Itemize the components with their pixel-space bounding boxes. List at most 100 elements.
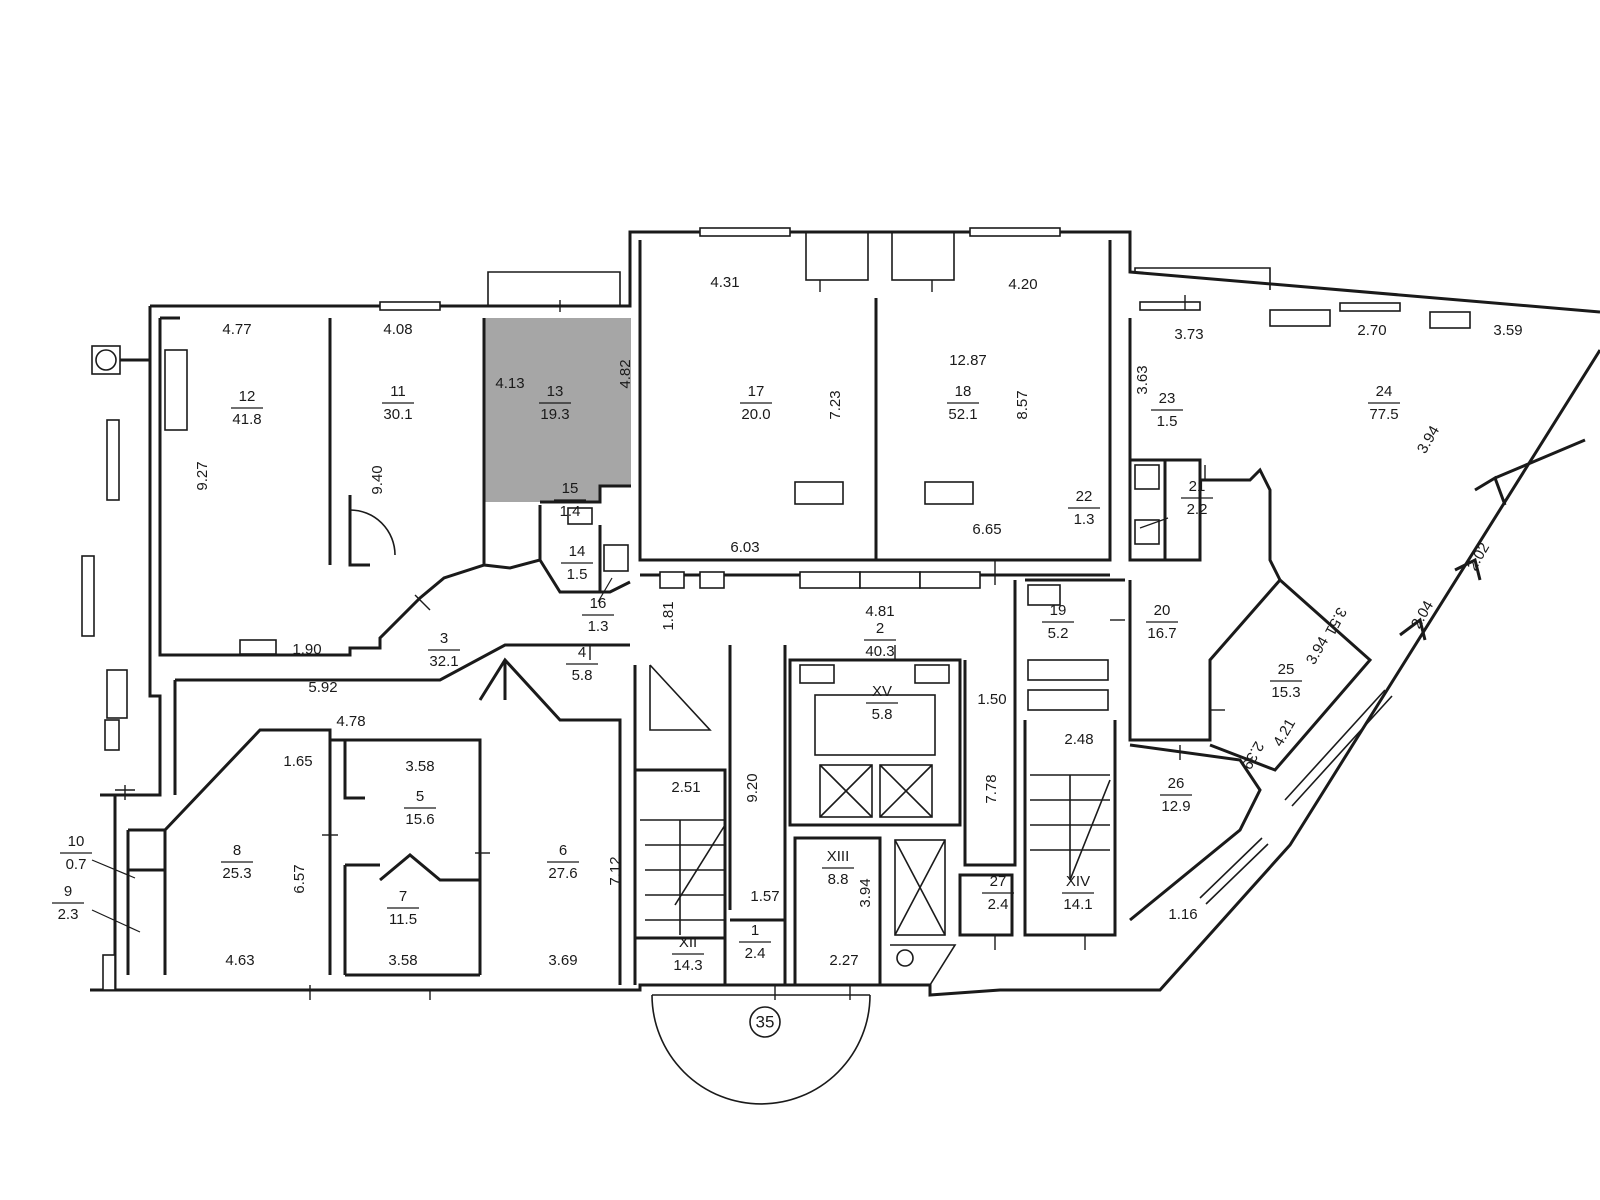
room-27: 272.4 — [982, 873, 1014, 913]
room-5: 515.6 — [404, 788, 436, 828]
dimension-label: 4.82 — [617, 359, 634, 388]
room-number: 11 — [390, 383, 406, 400]
room-7: 711.5 — [387, 888, 419, 928]
room-area: 1.5 — [1157, 413, 1178, 430]
room-area: 1.5 — [567, 566, 588, 583]
dimension-label: 1.90 — [292, 641, 321, 658]
dimension-label: 4.31 — [710, 274, 739, 291]
room-number: 26 — [1168, 775, 1185, 792]
dimension-label: 3.58 — [388, 952, 417, 969]
room-area: 2.4 — [745, 945, 766, 962]
dimension-label: 1.16 — [1168, 906, 1197, 923]
room-number: 10 — [68, 833, 85, 850]
dimension-label: 3.69 — [548, 952, 577, 969]
dimension-label: 3.94 — [1414, 423, 1443, 457]
room-number: 27 — [990, 873, 1007, 890]
room-area: 14.3 — [673, 957, 702, 974]
dimension-label: 7.12 — [607, 856, 624, 885]
dimension-label: 7.78 — [983, 774, 1000, 803]
room-number: 9 — [64, 883, 72, 900]
room-number: XIV — [1066, 873, 1090, 890]
dimension-label: 4.78 — [336, 713, 365, 730]
room-9: 92.3 — [52, 883, 84, 923]
dimension-label: 6.03 — [730, 539, 759, 556]
dimension-label: 5.92 — [308, 679, 337, 696]
room-16: 161.3 — [582, 595, 614, 635]
dimension-label: 4.20 — [1008, 276, 1037, 293]
room-6: 627.6 — [547, 842, 579, 882]
dimension-label: 1.65 — [283, 753, 312, 770]
room-area: 0.7 — [66, 856, 87, 873]
dimension-label: 2.39 — [1238, 738, 1267, 772]
dimension-label: 1.50 — [977, 691, 1006, 708]
room-area: 40.3 — [865, 643, 894, 660]
room-number: 4 — [578, 644, 586, 661]
room-number: 21 — [1189, 478, 1206, 495]
room-15: 151.4 — [554, 480, 586, 520]
dimension-label: 2.02 — [1464, 540, 1493, 574]
room-area: 41.8 — [232, 411, 261, 428]
dimension-label: 1.57 — [750, 888, 779, 905]
dimension-label: 6.65 — [972, 521, 1001, 538]
room-area: 30.1 — [383, 406, 412, 423]
dimension-label: 3.63 — [1134, 365, 1151, 394]
room-XII: XII 14.3 — [672, 934, 704, 974]
room-23: 231.5 — [1151, 390, 1183, 430]
room-number: 8 — [233, 842, 241, 859]
room-area: 2.2 — [1187, 501, 1208, 518]
room-number: 20 — [1154, 602, 1171, 619]
room-number: 14 — [569, 543, 586, 560]
room-number: XV — [872, 683, 892, 700]
dimension-label: 4.77 — [222, 321, 251, 338]
room-number: 17 — [748, 383, 765, 400]
dimension-label: 3.58 — [405, 758, 434, 775]
room-area: 5.8 — [872, 706, 893, 723]
room-area: 8.8 — [828, 871, 849, 888]
room-number: 24 — [1376, 383, 1393, 400]
room-number: 16 — [590, 595, 607, 612]
outer-walls — [81, 227, 1600, 1105]
dimension-label: 3.73 — [1174, 326, 1203, 343]
room-number: XII — [679, 934, 697, 951]
room-area: 32.1 — [429, 653, 458, 670]
room-number: 13 — [547, 383, 564, 400]
room-number: 22 — [1076, 488, 1093, 505]
room-number: 7 — [399, 888, 407, 905]
room-area: 20.0 — [741, 406, 770, 423]
room-3: 332.1 — [428, 630, 460, 670]
room-2: 240.3 — [864, 620, 896, 660]
dimension-label: 2.51 — [671, 779, 700, 796]
dimension-label: 9.27 — [194, 461, 211, 490]
room-number: 1 — [751, 922, 759, 939]
dimension-label: 4.81 — [865, 603, 894, 620]
room-area: 5.8 — [572, 667, 593, 684]
dimension-label: 4.08 — [383, 321, 412, 338]
room-8: 825.3 — [221, 842, 253, 882]
room-14: 141.5 — [561, 543, 593, 583]
room-area: 14.1 — [1063, 896, 1092, 913]
room-number: 19 — [1050, 602, 1067, 619]
dimension-label: 3.59 — [1493, 322, 1522, 339]
room-XIII: XIII 8.8 — [822, 848, 854, 888]
room-13-highlight — [484, 318, 631, 502]
room-number: XIII — [827, 848, 850, 865]
dimension-label: 4.63 — [225, 952, 254, 969]
room-number: 23 — [1159, 390, 1176, 407]
dimension-label: 6.57 — [291, 864, 308, 893]
room-area: 15.3 — [1271, 684, 1300, 701]
door-marks — [115, 280, 1225, 1000]
room-area: 1.4 — [560, 503, 581, 520]
room-XV: XV 5.8 — [866, 683, 898, 723]
dimension-label: 2.48 — [1064, 731, 1093, 748]
room-1: 12.4 — [739, 922, 771, 962]
room-area: 2.4 — [988, 896, 1009, 913]
dimension-label: 3.94 — [1303, 634, 1332, 668]
room-19: 195.2 — [1042, 602, 1074, 642]
room-11: 11 30.1 — [382, 383, 414, 423]
room-area: 11.5 — [389, 911, 417, 928]
